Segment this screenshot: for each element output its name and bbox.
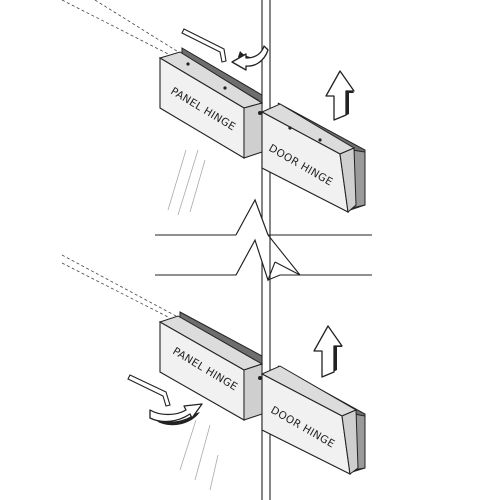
lower-dashed-guide-2 (61, 262, 171, 319)
screw-icon (223, 86, 227, 90)
upper-dashed-guide-2 (94, 0, 189, 59)
upper-hinge-assembly: PANEL HINGE DOOR HINGE (158, 28, 366, 213)
up-arrow-icon (313, 325, 343, 378)
rotate-arrow-icon (231, 45, 269, 71)
up-arrow-icon (325, 70, 355, 121)
screw-icon (288, 126, 292, 130)
upper-dashed-guide (61, 0, 181, 61)
lower-dashed-guide (61, 254, 177, 317)
screw-icon (258, 376, 262, 380)
lower-hinge-assembly: PANEL HINGE DOOR HINGE (127, 311, 366, 475)
allen-key-icon (181, 28, 227, 63)
allen-key-icon (127, 374, 171, 407)
glass-reflection-lines (167, 149, 219, 491)
screw-icon (258, 111, 262, 115)
screw-icon (186, 62, 190, 66)
screw-icon (318, 138, 322, 142)
rotate-arrow-icon (149, 403, 203, 426)
break-symbol (155, 198, 372, 282)
